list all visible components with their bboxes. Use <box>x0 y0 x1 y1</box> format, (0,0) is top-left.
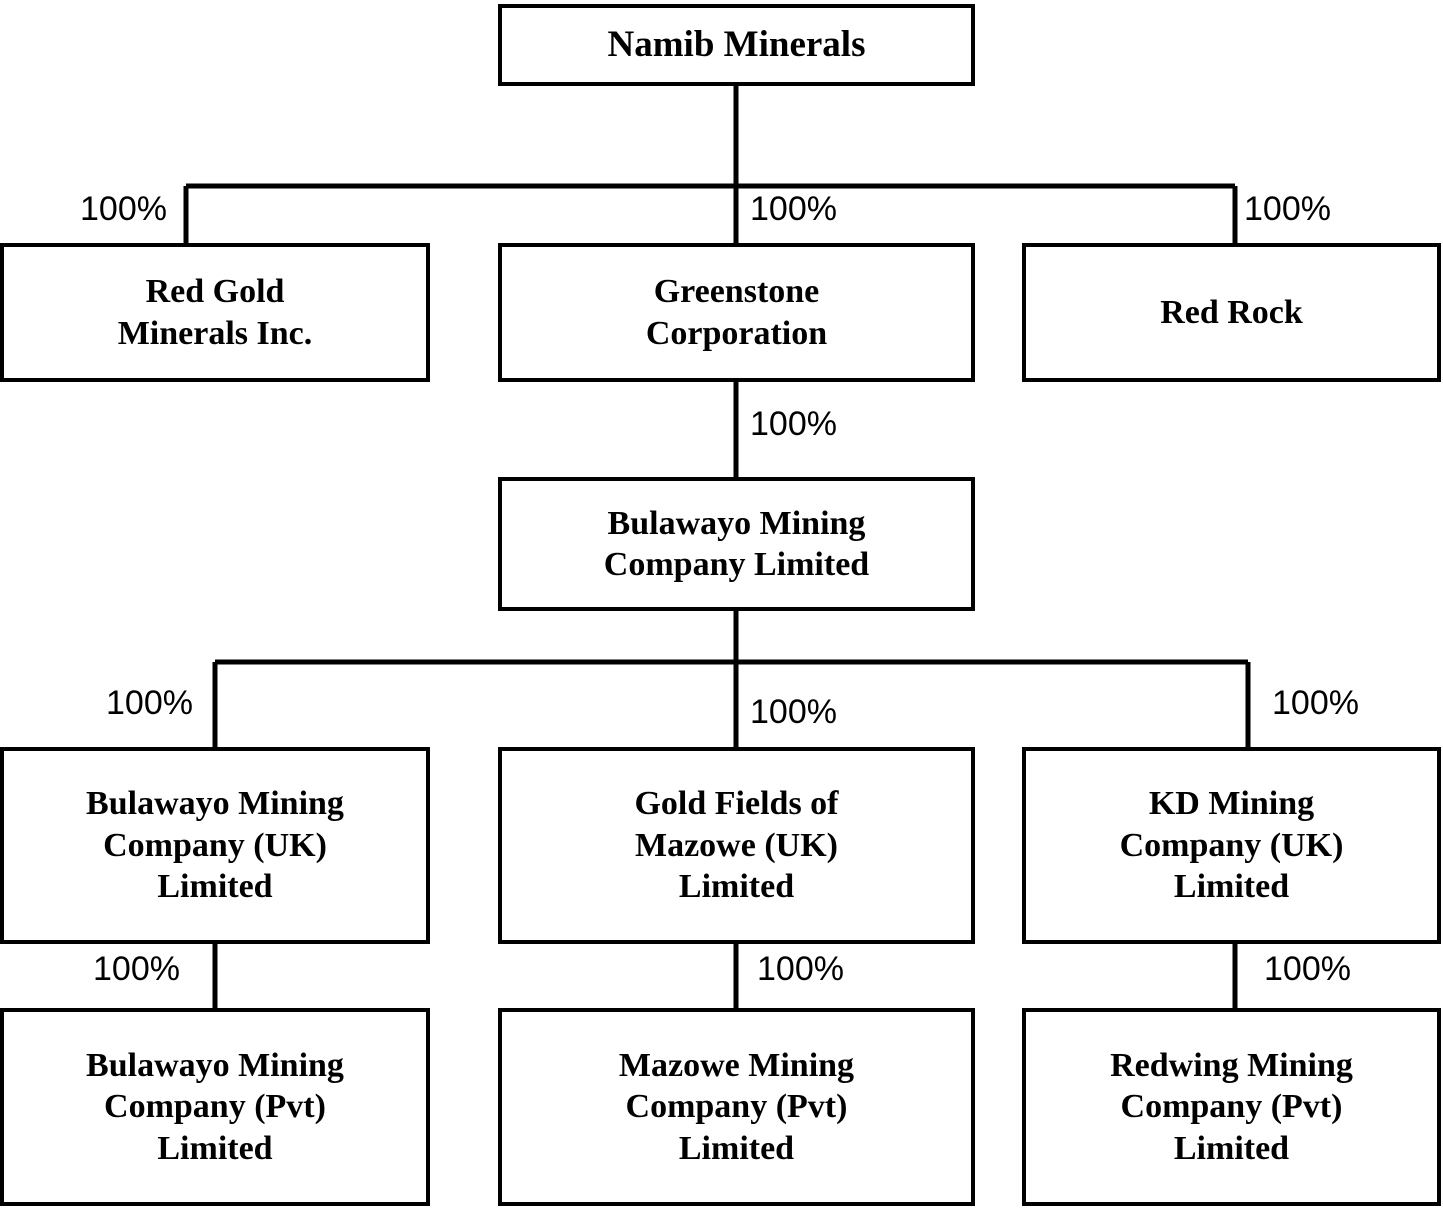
node-label-bulawayo_ltd: Bulawayo Mining Company Limited <box>603 504 870 583</box>
node-box-redwing_pvt: Redwing Mining Company (Pvt) Limited <box>1022 1008 1441 1206</box>
edge-percent-kd_uk-to-redwing_pvt: 100% <box>1264 950 1351 988</box>
node-label-redwing_pvt: Redwing Mining Company (Pvt) Limited <box>1110 1046 1353 1167</box>
node-label-greenstone: Greenstone Corporation <box>645 273 828 352</box>
node-box-mazowe_pvt: Mazowe Mining Company (Pvt) Limited <box>498 1008 975 1206</box>
node-box-bulawayo_pvt: Bulawayo Mining Company (Pvt) Limited <box>0 1008 430 1206</box>
node-box-bulawayo_ltd: Bulawayo Mining Company Limited <box>498 477 975 611</box>
node-label-red_gold: Red Gold Minerals Inc. <box>117 273 313 352</box>
edge-percent-namib-to-red_rock: 100% <box>1244 190 1331 228</box>
edge-percent-bulawayo_ltd-to-bulawayo_uk: 100% <box>106 684 193 722</box>
edge-percent-namib-to-red_gold: 100% <box>80 190 167 228</box>
node-label-mazowe_uk: Gold Fields of Mazowe (UK) Limited <box>634 785 839 906</box>
node-box-red_rock: Red Rock <box>1022 243 1441 382</box>
edge-percent-greenstone-to-bulawayo_ltd: 100% <box>750 405 837 443</box>
node-label-bulawayo_uk: Bulawayo Mining Company (UK) Limited <box>86 785 344 906</box>
edge-percent-namib-to-greenstone: 100% <box>750 190 837 228</box>
edge-percent-mazowe_uk-to-mazowe_pvt: 100% <box>757 950 844 988</box>
node-box-bulawayo_uk: Bulawayo Mining Company (UK) Limited <box>0 747 430 944</box>
node-label-red_rock: Red Rock <box>1160 293 1303 331</box>
node-box-kd_uk: KD Mining Company (UK) Limited <box>1022 747 1441 944</box>
node-box-namib: Namib Minerals <box>498 4 975 86</box>
node-label-kd_uk: KD Mining Company (UK) Limited <box>1119 785 1344 906</box>
node-label-bulawayo_pvt: Bulawayo Mining Company (Pvt) Limited <box>86 1046 344 1167</box>
node-box-greenstone: Greenstone Corporation <box>498 243 975 382</box>
node-box-red_gold: Red Gold Minerals Inc. <box>0 243 430 382</box>
edge-percent-bulawayo_uk-to-bulawayo_pvt: 100% <box>93 950 180 988</box>
edge-percent-bulawayo_ltd-to-mazowe_uk: 100% <box>750 693 837 731</box>
node-label-mazowe_pvt: Mazowe Mining Company (Pvt) Limited <box>618 1046 855 1167</box>
node-label-namib: Namib Minerals <box>607 24 866 66</box>
node-box-mazowe_uk: Gold Fields of Mazowe (UK) Limited <box>498 747 975 944</box>
edge-percent-bulawayo_ltd-to-kd_uk: 100% <box>1272 684 1359 722</box>
